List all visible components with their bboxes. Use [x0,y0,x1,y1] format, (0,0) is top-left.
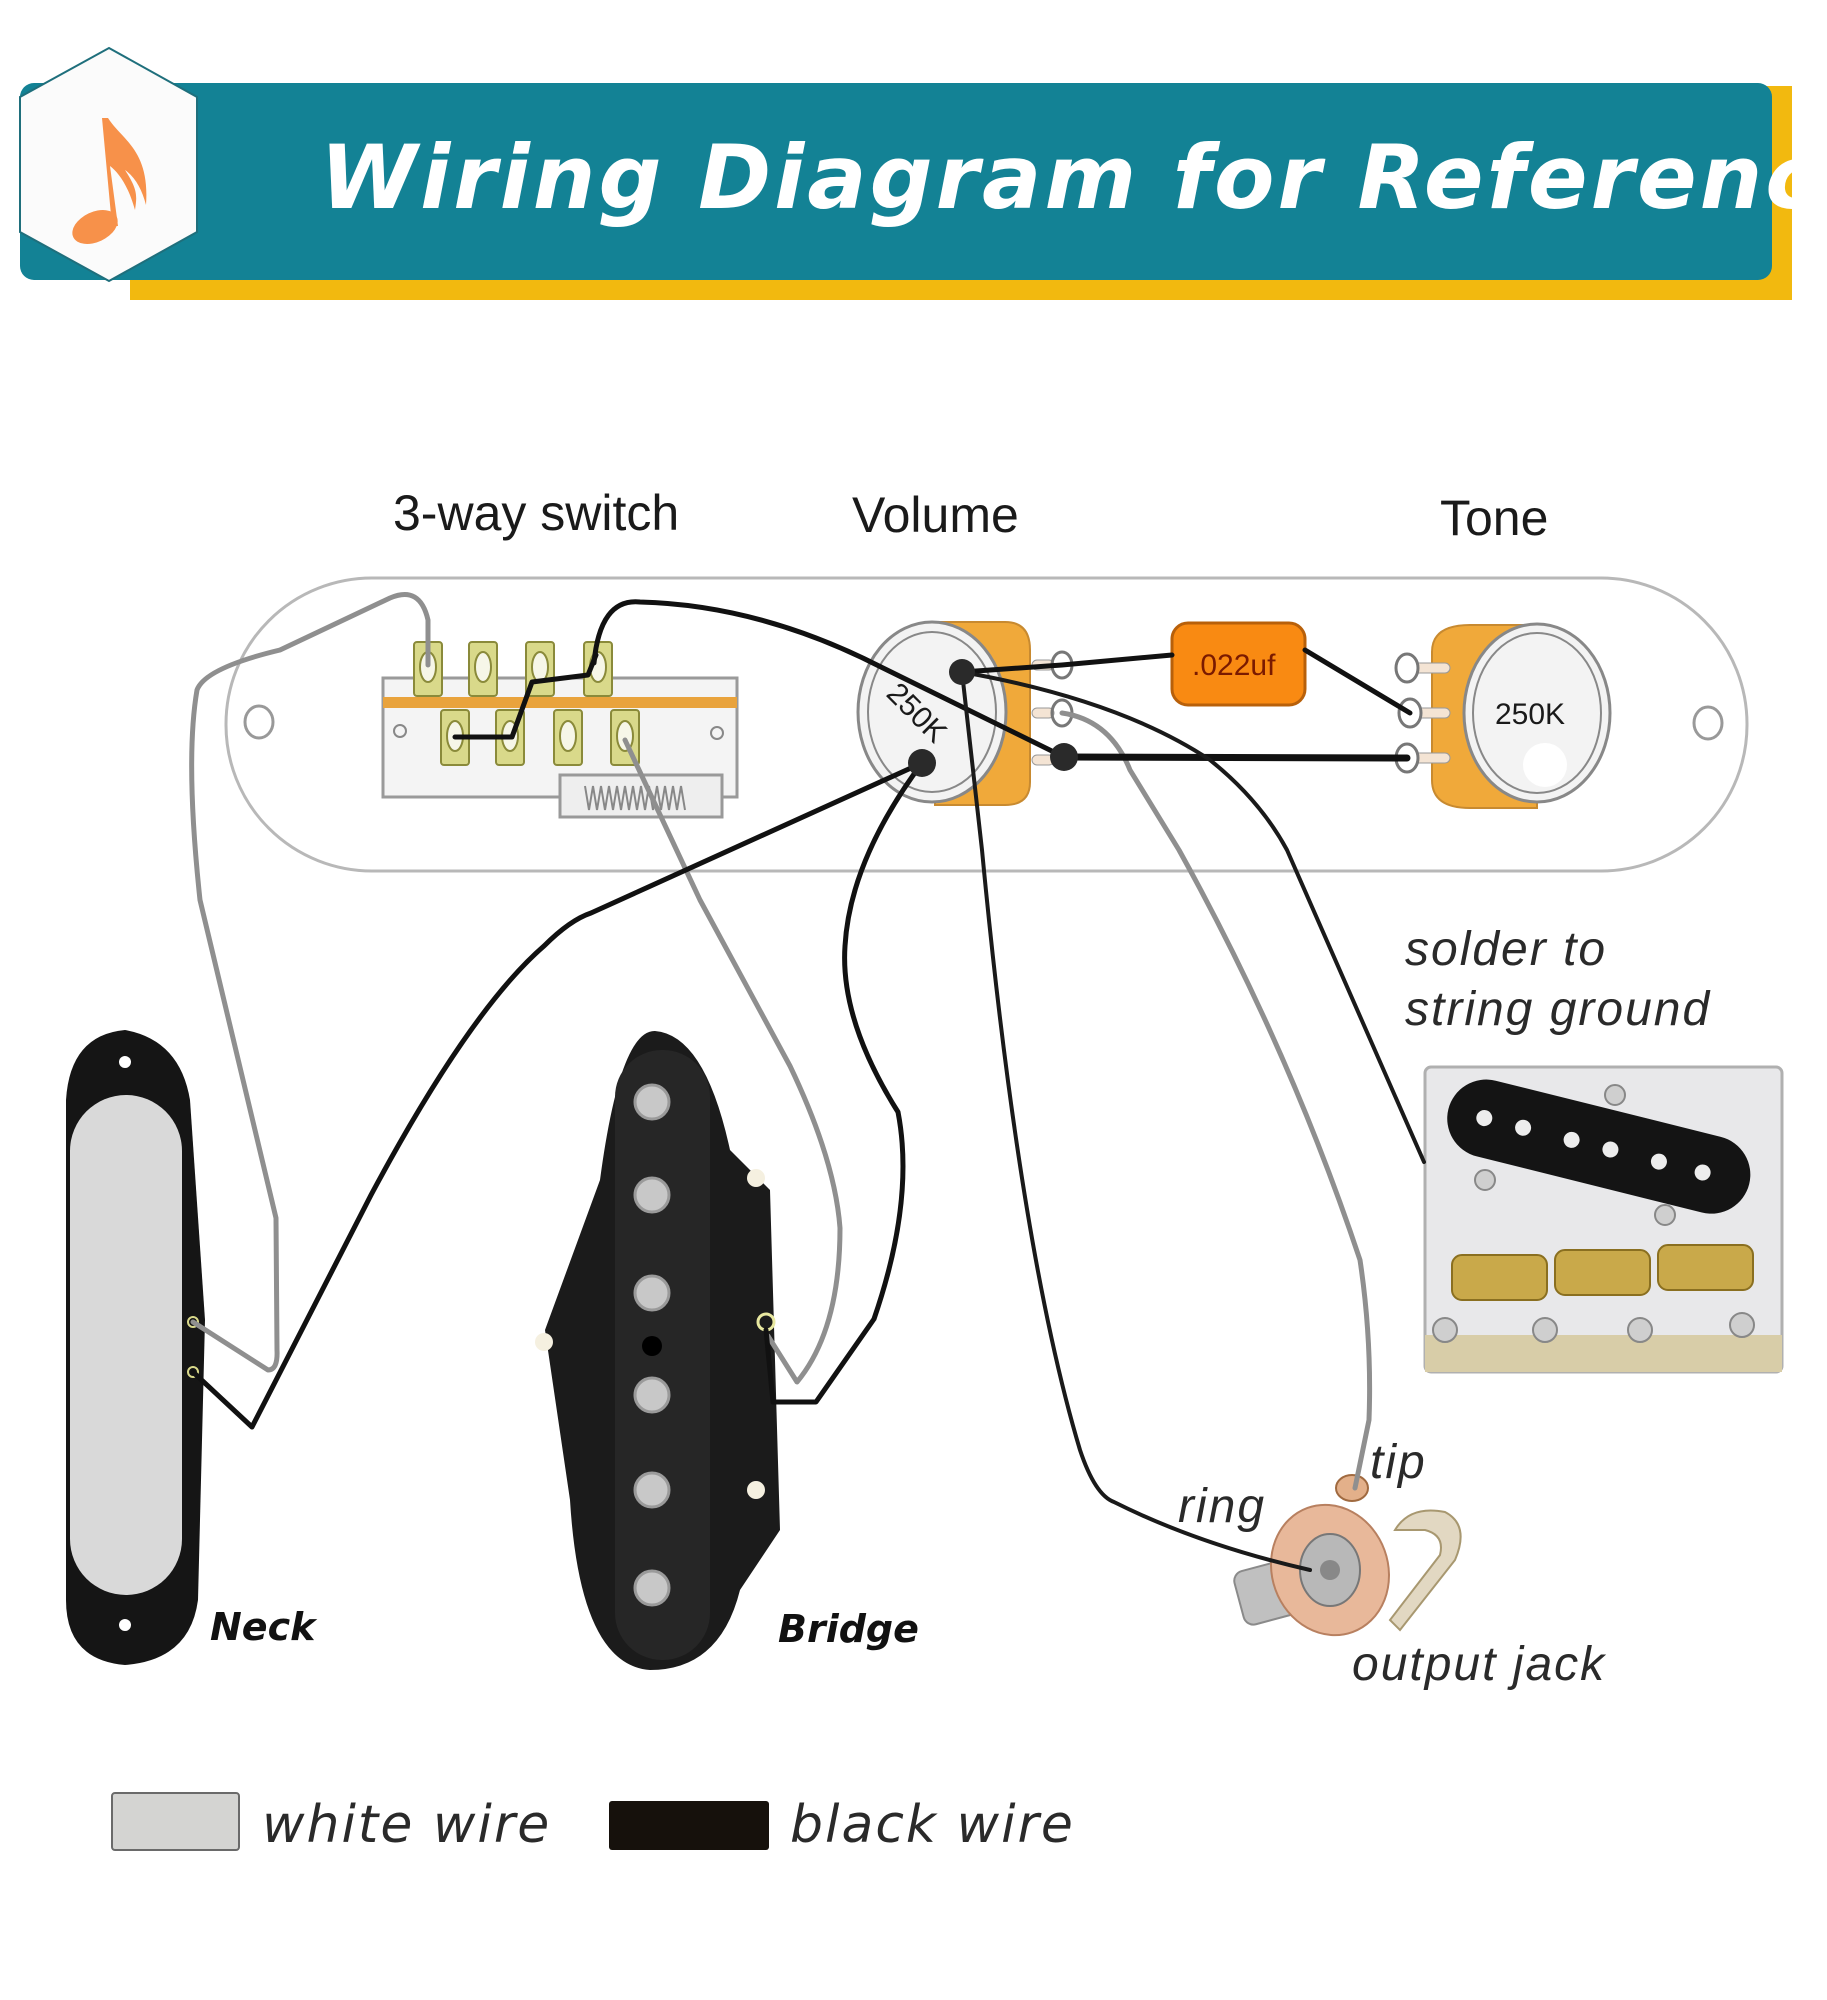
neck-lug-ground [187,1366,199,1378]
black-wire-switch-volume [591,599,1067,760]
black-wire-volume-cap [959,652,1175,675]
legend-label-white: white wire [262,1795,551,1855]
neck-label: Neck [210,1605,318,1649]
black-wire-string-ground [960,670,1426,1164]
white-wire-bridge [622,737,843,1385]
legend-label-black: black wire [790,1795,1075,1855]
solder-volume-wiper [949,659,975,685]
black-wire-neck-ground [190,760,925,1430]
volume-label: Volume [852,487,1019,543]
white-wire-tip [1059,710,1373,1491]
black-wire-ring [960,670,1312,1572]
legend: white wire black wire [111,1792,1075,1855]
black-wire-volume-tone-ground [1060,753,1411,762]
plate-screw-hole-left [243,704,275,740]
output-jack-label: output jack [1352,1638,1607,1691]
jack-ring-label: ring [1178,1480,1266,1533]
tone-label: Tone [1440,490,1548,546]
ground-annotation-line1: solder to [1405,923,1607,976]
output-jack [1233,1474,1462,1637]
jack-tip-lug [1335,1474,1369,1502]
three-way-switch [381,641,739,819]
bridge-pickup [535,1030,780,1670]
black-wire-cap-tone [1302,647,1413,716]
capacitor-value: .022uf [1192,649,1276,682]
solder-volume-back [908,749,936,777]
wires [189,592,1426,1572]
bridge-pole-pieces [633,1083,671,1607]
jack-tip-label: tip [1370,1436,1427,1489]
neck-pickup [66,1030,205,1665]
logo-badge [19,46,198,283]
music-note-icon [72,118,147,244]
neck-lug-hot [187,1316,199,1328]
switch-label: 3-way switch [393,485,679,541]
plate-screw-hole-right [1692,705,1724,741]
solder-volume-ground-lug [1050,743,1078,771]
white-wire-neck [189,592,431,1373]
legend-swatch-white [111,1792,240,1851]
tone-pot-value: 250K [1495,698,1565,731]
page-title: Wiring Diagram for Reference [320,126,1827,229]
ground-annotation-line2: string ground [1405,983,1711,1036]
tone-pot-lugs [1394,652,1451,774]
legend-swatch-black [609,1801,769,1850]
bridge-plate-pickup [1447,1079,1751,1214]
capacitor: .022uf [1170,621,1307,707]
header-banner: Wiring Diagram for Reference [19,46,1827,300]
bridge-screws [1432,1084,1755,1343]
tele-bridge-plate [1423,1065,1784,1374]
banner-background [20,83,1772,280]
switch-spring [558,773,724,819]
switch-lugs-top [413,641,613,697]
switch-jumper-wire [452,652,599,740]
bridge-label: Bridge [778,1607,919,1651]
bridge-saddles [1451,1244,1754,1301]
black-wire-bridge-ground [763,760,925,1405]
